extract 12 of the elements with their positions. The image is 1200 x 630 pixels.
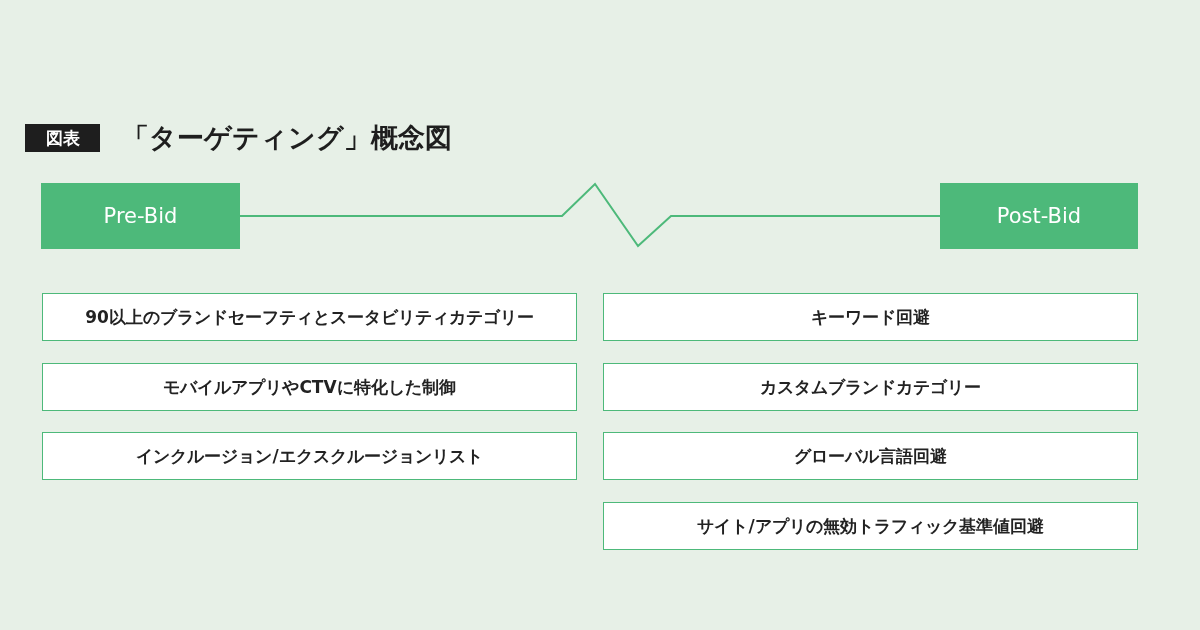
zigzag-connector [239, 182, 941, 248]
feature-box: グローバル言語回避 [603, 432, 1138, 480]
diagram-title: 「ターゲティング」概念図 [122, 121, 452, 155]
feature-box: カスタムブランドカテゴリー [603, 363, 1138, 411]
phase-box: Pre-Bid [41, 183, 240, 249]
feature-box: モバイルアプリやCTVに特化した制御 [42, 363, 577, 411]
feature-box: 90以上のブランドセーフティとスータビリティカテゴリー [42, 293, 577, 341]
feature-box: キーワード回避 [603, 293, 1138, 341]
phase-box: Post-Bid [940, 183, 1138, 249]
figure-tag: 図表 [25, 124, 100, 152]
feature-box: サイト/アプリの無効トラフィック基準値回避 [603, 502, 1138, 550]
feature-box: インクルージョン/エクスクルージョンリスト [42, 432, 577, 480]
